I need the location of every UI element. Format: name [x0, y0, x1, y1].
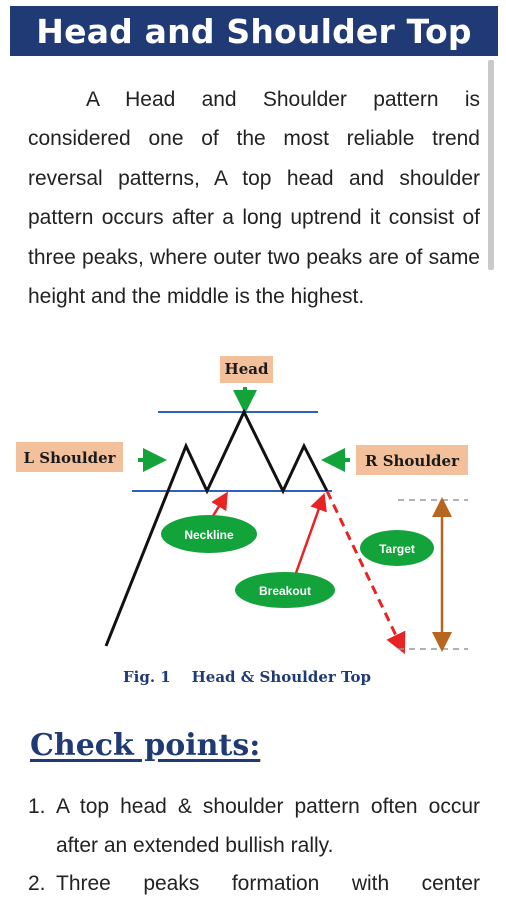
right-shoulder-label-box [356, 445, 468, 475]
target-label: Target [379, 542, 415, 556]
breakout-arrow [294, 492, 327, 574]
page-title: Head and Shoulder Top [10, 6, 498, 56]
figure-caption: Fig. 1 Head & Shoulder Top [123, 668, 371, 686]
breakdown-line [325, 490, 406, 655]
check-point-text: A top head & shoulder pattern often occu… [56, 795, 480, 857]
neckline-arrow [211, 491, 228, 517]
left-shoulder-label-box [16, 442, 123, 472]
check-points-list: 1. A top head & shoulder pattern often o… [28, 788, 480, 904]
scrollbar[interactable] [488, 60, 494, 270]
intro-paragraph: A Head and Shoulder pattern is considere… [28, 88, 480, 309]
head-label-box [220, 356, 273, 383]
check-points-heading: Check points: [30, 728, 261, 763]
check-point-number: 2. [28, 872, 46, 895]
check-point-text: Three peaks formation with center [56, 872, 480, 895]
check-point-item: 2. Three peaks formation with center [28, 865, 480, 904]
check-point-number: 1. [28, 795, 46, 818]
check-point-item: 1. A top head & shoulder pattern often o… [28, 788, 480, 865]
head-label: Head [225, 360, 269, 378]
neckline-pill [161, 515, 257, 553]
target-pill [360, 530, 434, 566]
price-path [104, 408, 329, 647]
right-shoulder-label: R Shoulder [365, 452, 460, 470]
neckline-label: Neckline [184, 528, 234, 542]
breakout-label: Breakout [259, 584, 311, 598]
left-shoulder-label: L Shoulder [23, 449, 116, 467]
head-and-shoulder-figure: Head L Shoulder R Shoulder Neckline Brea… [16, 356, 468, 686]
breakout-pill [235, 572, 335, 608]
